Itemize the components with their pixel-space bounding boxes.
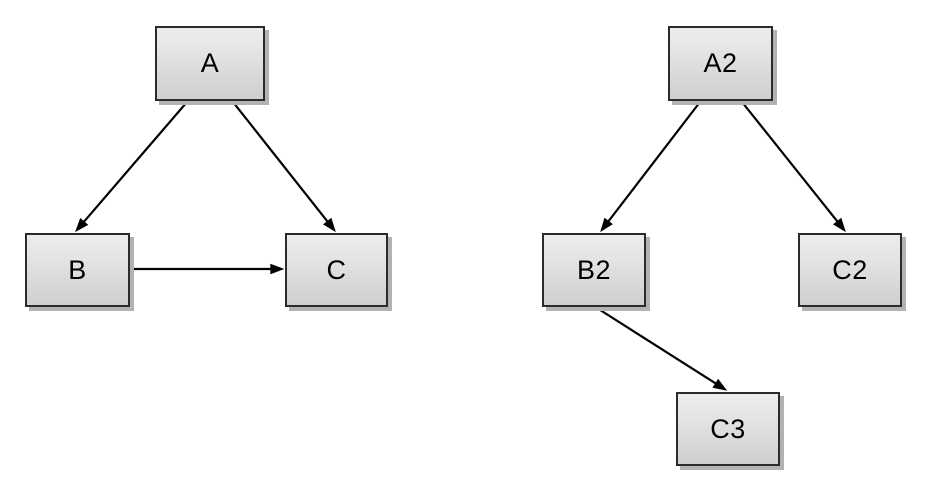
- node-c-label: C: [326, 254, 347, 285]
- edge-a-b-arrowhead-icon: [75, 217, 89, 233]
- edge-a2-b2-line: [603, 101, 701, 227]
- node-c2[interactable]: C2: [798, 233, 902, 307]
- edge-a2-b2: [600, 101, 701, 233]
- edge-a2-c2-arrowhead-icon: [832, 217, 846, 233]
- edge-a-c: [232, 101, 336, 233]
- edge-a-b: [75, 101, 188, 233]
- node-b2[interactable]: B2: [542, 233, 646, 307]
- node-a[interactable]: A: [155, 26, 265, 101]
- edge-a-c-line: [232, 101, 333, 227]
- node-c[interactable]: C: [285, 233, 388, 307]
- edge-b2-c3: [596, 307, 728, 391]
- node-c2-label: C2: [832, 254, 868, 285]
- node-a2-label: A2: [703, 48, 738, 78]
- edge-b-c-arrowhead-icon: [270, 263, 285, 275]
- node-a-label: A: [200, 48, 220, 78]
- edge-a-c-arrowhead-icon: [322, 217, 336, 233]
- edge-a2-c2: [741, 101, 846, 233]
- node-b-label: B: [68, 254, 87, 285]
- node-c3-label: C3: [710, 413, 746, 444]
- edge-a2-b2-arrowhead-icon: [600, 217, 613, 233]
- edge-b2-c3-arrowhead-icon: [712, 378, 728, 391]
- node-c3[interactable]: C3: [676, 392, 780, 466]
- node-a2[interactable]: A2: [668, 26, 773, 101]
- edge-a2-c2-line: [741, 101, 843, 227]
- node-b[interactable]: B: [25, 233, 130, 307]
- edge-b2-c3-line: [596, 307, 722, 388]
- edge-b-c: [131, 263, 285, 275]
- node-b2-label: B2: [576, 254, 612, 285]
- edge-a-b-line: [79, 101, 188, 228]
